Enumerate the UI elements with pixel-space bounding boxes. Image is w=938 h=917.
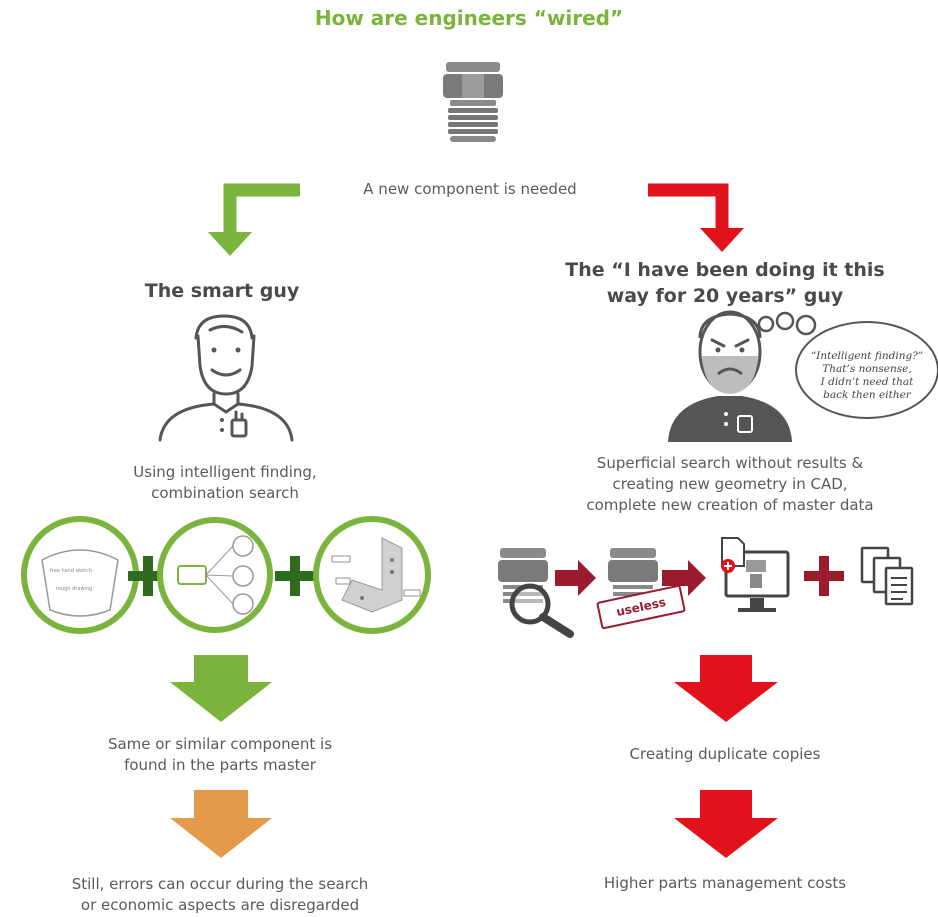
right-heading-line: The “I have been doing it this: [565, 259, 885, 281]
magnifier-icon: [509, 583, 574, 638]
left-result-2-line: Still, errors can occur during the searc…: [71, 875, 369, 893]
right-heading: The “I have been doing it this way for 2…: [560, 257, 890, 309]
left-result-1: Same or similar component is found in th…: [60, 734, 380, 776]
right-result-2: Higher parts management costs: [603, 874, 847, 892]
green-down-arrow-icon: [170, 655, 272, 722]
dark-red-arrow-icon: [662, 560, 706, 596]
left-result-1-line: found in the parts master: [124, 756, 316, 774]
thought-line: I didn’t need that: [820, 376, 914, 388]
svg-text:free hand sketch: free hand sketch: [50, 568, 92, 574]
orange-down-arrow-icon: [170, 790, 272, 858]
right-method-line: Superficial search without results &: [596, 454, 864, 472]
left-method-line: Using intelligent finding,: [133, 463, 317, 481]
thought-line: That’s nonsense,: [822, 363, 912, 375]
right-method-line: creating new geometry in CAD,: [612, 475, 848, 493]
right-heading-line: way for 20 years” guy: [606, 285, 844, 307]
left-result-2: Still, errors can occur during the searc…: [40, 874, 400, 916]
red-down-arrow-icon: [674, 655, 778, 722]
svg-text:rough drawing: rough drawing: [56, 586, 92, 592]
red-down-arrow-icon: [674, 790, 778, 858]
bolt-icon: [443, 62, 503, 142]
right-method-line: complete new creation of master data: [586, 496, 874, 514]
computer-icon: [721, 537, 790, 612]
left-method-line: combination search: [151, 484, 299, 502]
thought-line: back then either: [823, 389, 911, 401]
bracket-drawing-circle-icon: [313, 516, 431, 634]
plus-icon: [128, 556, 168, 596]
left-method: Using intelligent finding, combination s…: [80, 462, 370, 504]
right-result-1: Creating duplicate copies: [629, 745, 821, 763]
dark-red-arrow-icon: [555, 560, 596, 596]
green-bent-arrow-icon: [208, 183, 300, 256]
top-label: A new component is needed: [363, 180, 577, 198]
smart-guy-icon: [158, 314, 294, 442]
page-title: How are engineers “wired”: [314, 6, 624, 30]
thought-line: “Intelligent finding?”: [810, 350, 924, 362]
red-bent-arrow-icon: [648, 183, 744, 252]
thought-bubble: [795, 321, 938, 419]
thought-bubble-text: “Intelligent finding?” That’s nonsense, …: [800, 350, 934, 402]
left-result-1-line: Same or similar component is: [107, 735, 333, 753]
plus-icon: [275, 556, 315, 596]
classification-circle-icon: [157, 517, 273, 633]
grumpy-guy-icon: [668, 310, 817, 442]
right-method: Superficial search without results & cre…: [560, 453, 900, 516]
left-heading: The smart guy: [144, 280, 300, 302]
documents-icon: [860, 546, 914, 606]
plus-icon: [804, 556, 844, 596]
sketch-circle-icon: free hand sketch rough drawing: [21, 516, 139, 634]
left-result-2-line: or economic aspects are disregarded: [80, 896, 360, 914]
